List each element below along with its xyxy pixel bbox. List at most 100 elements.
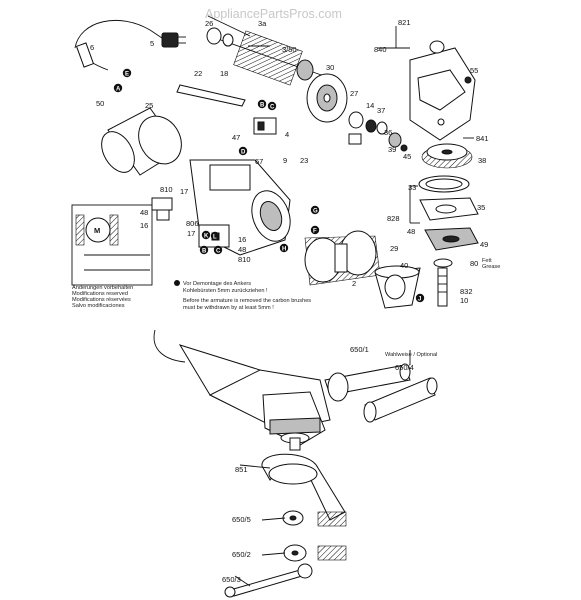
marker-A: A [116, 87, 121, 93]
armature [206, 27, 331, 86]
note-optional: Wahlweise / Optional [385, 352, 437, 358]
label-650-2: 650/2 [232, 550, 251, 559]
label-47: 47 [232, 133, 240, 142]
label-10: 10 [460, 296, 468, 305]
label-48-top: 48 [140, 208, 148, 217]
marker-F: F [313, 229, 317, 235]
wheel-guard [261, 453, 346, 521]
note-remove-en1: Before the armature is removed the carbo… [183, 298, 311, 304]
label-14: 14 [366, 101, 374, 110]
marker-G: G [313, 209, 318, 215]
bearing-parts [348, 111, 408, 152]
label-17-bottom: 17 [187, 229, 195, 238]
note-changes-fr2: Modifications réservées [72, 297, 131, 303]
fan [306, 73, 348, 123]
label-67: 67 [255, 157, 263, 166]
label-9: 9 [283, 156, 287, 165]
label-49: 49 [480, 240, 488, 249]
label-35: 35 [477, 203, 485, 212]
switch [253, 117, 277, 135]
bracket [176, 84, 246, 107]
note-remove-de2: Kohlebürsten 5mm zurückziehen ! [183, 288, 268, 294]
marker-C-bottom: C [216, 249, 221, 255]
note-changes-es: Salvo modificaciones [72, 303, 125, 309]
label-M: M [94, 226, 100, 235]
label-821: 821 [398, 18, 411, 27]
note-remove-de1: Vor Demontage des Ankers [183, 281, 251, 287]
notes-block: Änderungen vorbehalten Modifications res… [72, 258, 500, 358]
label-18: 18 [220, 69, 228, 78]
label-650-4: 650/4 [395, 363, 414, 372]
marker-L: L [213, 235, 217, 241]
label-16-top: 16 [140, 221, 148, 230]
label-3a: 3a [258, 19, 267, 28]
side-handle-b [363, 377, 438, 423]
label-38: 38 [478, 156, 486, 165]
marker-K: K [204, 234, 209, 240]
label-27: 27 [350, 89, 358, 98]
label-650-1: 650/1 [350, 345, 369, 354]
note-remove-en2: must be withdrawn by at least 5mm ! [183, 305, 274, 311]
watermark: AppliancePartsPros.com [205, 7, 342, 21]
spindle-flange [424, 227, 479, 251]
label-25: 25 [145, 101, 153, 110]
label-48-right: 48 [407, 227, 415, 236]
label-48-bottom: 48 [238, 245, 246, 254]
flange-nut [282, 510, 347, 527]
label-50: 50 [96, 99, 104, 108]
label-4: 4 [285, 130, 289, 139]
label-851: 851 [235, 465, 248, 474]
spindle [433, 258, 453, 307]
label-5: 5 [150, 39, 154, 48]
field-coil [304, 230, 381, 286]
bevel-gear [421, 143, 473, 169]
reference-markers: E A B C D G F H J K L B C [113, 68, 425, 303]
label-40: 40 [400, 261, 408, 270]
brush-holder-left [151, 197, 173, 221]
label-650-3: 650/3 [222, 575, 241, 584]
label-80: 80 [470, 259, 478, 268]
marker-H: H [282, 247, 286, 253]
label-806: 806 [186, 219, 199, 228]
label-17-top: 17 [180, 187, 188, 196]
label-810-bottom: 810 [238, 255, 251, 264]
spanner-wrench [224, 563, 313, 598]
label-23: 23 [300, 156, 308, 165]
label-22: 22 [194, 69, 202, 78]
label-650-5: 650/5 [232, 515, 251, 524]
note-changes-fr: Modifications reserved [72, 291, 128, 297]
leader-lines [207, 15, 474, 587]
power-cord [74, 19, 166, 71]
label-2: 2 [352, 279, 356, 288]
label-828: 828 [387, 214, 400, 223]
rear-cover [374, 265, 421, 309]
label-30: 30 [326, 63, 334, 72]
label-810-top: 810 [160, 185, 173, 194]
note-fett: Fett [482, 258, 492, 264]
label-29: 29 [390, 244, 398, 253]
marker-B-top: B [260, 103, 265, 109]
marker-D: D [241, 150, 246, 156]
label-26: 26 [205, 19, 213, 28]
bearing-flange [418, 175, 479, 221]
marker-E: E [125, 72, 129, 78]
label-3-50: 3/50 [282, 45, 297, 54]
label-840: 840 [374, 45, 387, 54]
label-841: 841 [476, 134, 489, 143]
label-16-bottom: 16 [238, 235, 246, 244]
label-37: 37 [377, 106, 385, 115]
note-changes-de: Änderungen vorbehalten [72, 284, 133, 291]
marker-C-top: C [270, 105, 275, 111]
label-45: 45 [403, 152, 411, 161]
part-numbers: 6 5 26 3a 3/50 821 840 55 22 18 30 27 14… [90, 18, 489, 584]
note-grease: Grease [482, 264, 500, 270]
assembled-grinder [153, 329, 331, 451]
plug [161, 32, 186, 48]
clamping-flange [283, 544, 347, 562]
marker-B-bottom: B [202, 249, 207, 255]
motor-schematic: M [71, 204, 153, 286]
gear-housing [409, 40, 476, 141]
label-33: 33 [408, 183, 416, 192]
label-832: 832 [460, 287, 473, 296]
